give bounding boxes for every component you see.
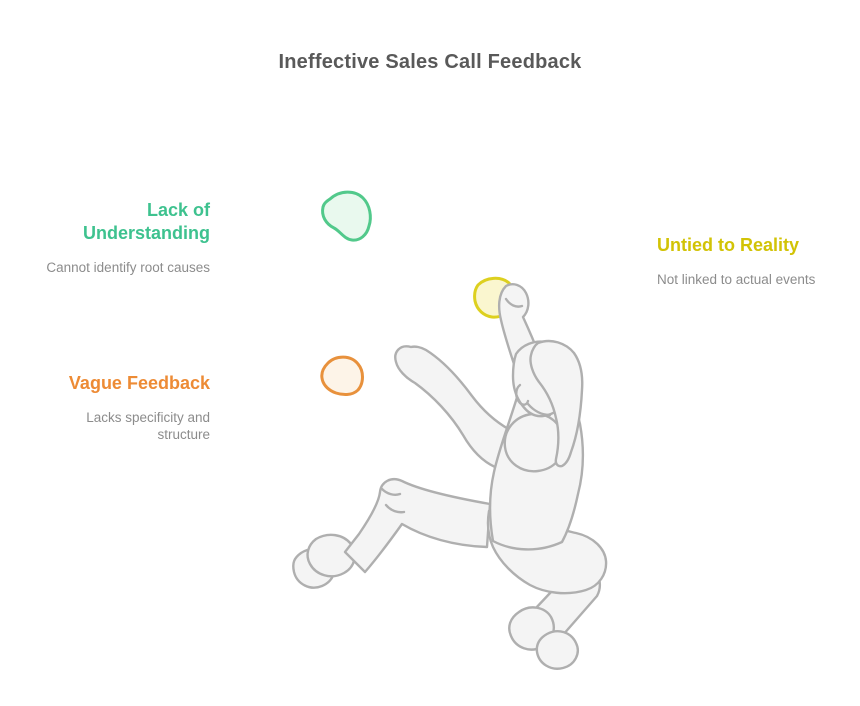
item-description: Lacks specificity and structure (86, 410, 210, 442)
climber-left-leg (343, 478, 492, 574)
item-lack-of-understanding: Lack of Understanding Cannot identify ro… (0, 199, 210, 276)
climber-hand-detail (504, 297, 524, 308)
item-label: Lack of Understanding (82, 200, 210, 243)
climber-right-shoe-toe (535, 630, 579, 670)
climber-detail-lines (380, 297, 552, 514)
climbing-hold-green-icon (321, 190, 372, 242)
item-vague-feedback: Vague Feedback Lacks specificity and str… (0, 372, 210, 443)
climbing-hold-orange-icon (320, 355, 364, 397)
climber-hair (529, 339, 584, 468)
climber-ear-detail (515, 383, 530, 406)
item-description: Cannot identify root causes (46, 260, 210, 275)
climber-left-arm (394, 345, 516, 469)
climber-knee-detail-1 (380, 487, 402, 496)
climber-figure (292, 283, 608, 670)
item-label: Vague Feedback (68, 373, 210, 393)
climber-jaw-detail (526, 402, 552, 417)
item-untied-to-reality: Untied to Reality Not linked to actual e… (657, 234, 857, 288)
item-description: Not linked to actual events (657, 272, 816, 287)
climber-left-shoe-heel (306, 533, 356, 578)
climber-knee-detail-2 (384, 503, 406, 514)
item-label: Untied to Reality (657, 235, 800, 255)
page-title: Ineffective Sales Call Feedback (278, 51, 582, 73)
